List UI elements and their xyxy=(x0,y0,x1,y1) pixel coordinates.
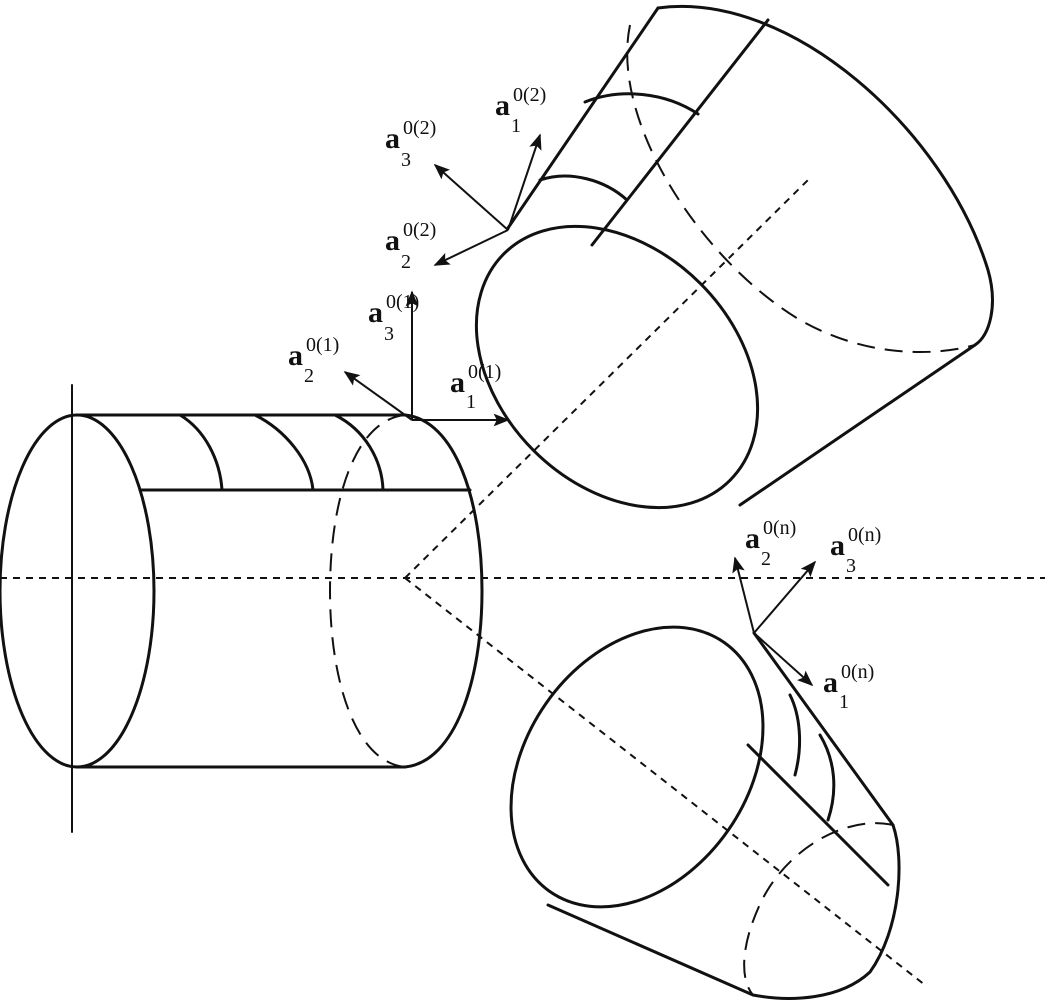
cylinder-n-top-edge xyxy=(752,631,895,827)
cylinder-2-back-visible xyxy=(656,5,994,347)
label-sub: 2 xyxy=(761,548,771,570)
cylinder-n xyxy=(509,625,901,1000)
label-sup: 0(1) xyxy=(306,334,339,356)
label-sub: 1 xyxy=(511,115,521,137)
label-base: a xyxy=(450,366,465,399)
cylinder-1-back-visible xyxy=(403,413,484,769)
label-sup: 0(1) xyxy=(468,361,501,383)
cn-a2-arrow xyxy=(732,556,755,634)
cylinder-2-bottom-edge xyxy=(738,343,977,507)
label-sup: 0(n) xyxy=(763,517,796,539)
label-sub: 3 xyxy=(846,555,856,577)
label-base: a xyxy=(745,522,760,555)
label-c2-a1: a 0(2) 1 xyxy=(495,84,546,137)
label-base: a xyxy=(495,89,510,122)
cylinder-1 xyxy=(0,413,484,769)
cn-a3-arrow xyxy=(753,560,817,634)
label-c2-a2: a 0(2) 2 xyxy=(385,219,436,273)
label-base: a xyxy=(385,224,400,257)
label-sub: 2 xyxy=(401,251,411,273)
cylinder-n-bottom-edge xyxy=(546,903,755,997)
cylinder-2 xyxy=(474,5,994,510)
label-base: a xyxy=(368,296,383,329)
cylinder-1-arc xyxy=(178,413,224,492)
label-sup: 0(2) xyxy=(403,219,436,241)
label-c1-a3: a 0(1) 3 xyxy=(368,291,419,345)
cylinder-2-back-hidden xyxy=(626,24,976,353)
label-sup: 0(2) xyxy=(513,84,546,106)
cylinder-1-arc xyxy=(253,413,315,492)
label-cn-a3: a 0(n) 3 xyxy=(830,524,881,577)
c2-a1-arrow xyxy=(507,133,542,231)
cylinder-2-arc xyxy=(538,174,629,202)
label-sub: 1 xyxy=(839,691,849,713)
cylinder-n-back-hidden xyxy=(743,822,894,996)
label-sup: 0(n) xyxy=(841,661,874,683)
label-sup: 0(2) xyxy=(403,117,436,139)
c2-a3-arrow xyxy=(433,163,509,231)
axis-to-cylinder-n xyxy=(404,577,926,986)
label-base: a xyxy=(830,529,845,562)
label-c2-a3: a 0(2) 3 xyxy=(385,117,436,171)
label-sub: 2 xyxy=(304,365,314,387)
label-sub: 3 xyxy=(401,149,411,171)
cylinder-n-front-face xyxy=(509,625,765,909)
cylinder-2-front-face xyxy=(474,224,760,510)
label-sup: 0(1) xyxy=(386,291,419,313)
label-sub: 3 xyxy=(384,323,394,345)
cylinder-2-generator-line xyxy=(590,18,770,247)
label-sup: 0(n) xyxy=(848,524,881,546)
label-cn-a1: a 0(n) 1 xyxy=(823,661,874,713)
label-c1-a2: a 0(1) 2 xyxy=(288,334,339,387)
label-base: a xyxy=(385,122,400,155)
cylinder-1-front-face xyxy=(0,413,156,769)
cylinder-n-generator-line xyxy=(746,743,890,887)
cylinder-2-top-edge xyxy=(506,6,660,230)
label-base: a xyxy=(288,339,303,372)
label-c1-a1: a 0(1) 1 xyxy=(450,361,501,413)
axis-to-cylinder-2 xyxy=(404,179,809,579)
cylinder-n-arc xyxy=(818,733,836,822)
cylinder-n-back-visible xyxy=(751,823,901,1000)
cylinder-1-back-hidden xyxy=(328,414,406,768)
cn-a1-arrow xyxy=(753,632,814,687)
label-base: a xyxy=(823,666,838,699)
label-sub: 1 xyxy=(466,391,476,413)
c1-a2-arrow xyxy=(343,371,413,421)
cylinder-n-arc xyxy=(788,693,802,777)
label-cn-a2: a 0(n) 2 xyxy=(745,517,796,570)
c2-a2-arrow xyxy=(433,229,509,266)
cylinder-1-arc xyxy=(333,413,385,492)
cylinder-2-arc xyxy=(583,92,700,116)
